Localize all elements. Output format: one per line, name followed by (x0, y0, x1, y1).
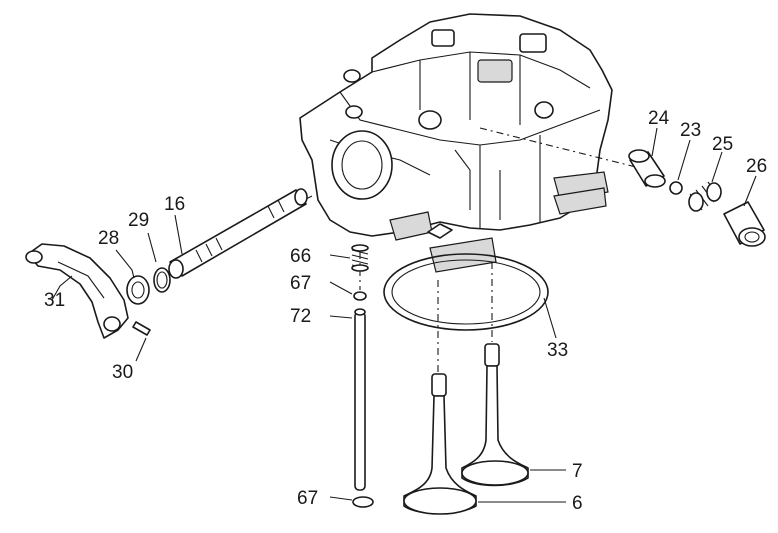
o-ring-upper (353, 291, 367, 301)
rocker-arm (25, 243, 129, 339)
label-33: 33 (547, 340, 568, 361)
bushing (126, 275, 150, 305)
pin (132, 321, 151, 336)
label-7: 7 (572, 461, 583, 482)
cylinder-head (299, 13, 613, 273)
label-28: 28 (98, 228, 119, 249)
tappet-spring (351, 244, 369, 272)
label-6: 6 (572, 493, 583, 514)
label-67-upper: 67 (290, 273, 311, 294)
label-25: 25 (712, 134, 733, 155)
label-72: 72 (290, 306, 311, 327)
intake-port (331, 130, 393, 200)
sleeve (628, 149, 666, 188)
leader-lines (51, 127, 757, 503)
exhaust-valve (461, 343, 529, 487)
rocker-shaft (168, 188, 308, 279)
valve-spring-small (688, 181, 722, 212)
snap-ring (153, 267, 171, 293)
label-29: 29 (128, 210, 149, 231)
label-67-lower: 67 (297, 488, 318, 509)
intake-valve (403, 373, 477, 515)
o-ring-right (669, 181, 683, 195)
label-24: 24 (648, 108, 670, 129)
gasket-ring (383, 253, 549, 331)
cam-cover-block (477, 59, 513, 83)
o-ring-lower (352, 496, 374, 508)
label-66: 66 (290, 246, 311, 267)
label-31: 31 (44, 290, 65, 311)
callouts: 31 28 29 16 30 66 67 72 67 33 7 6 24 23 … (44, 108, 767, 514)
label-26: 26 (746, 156, 767, 177)
push-rod (354, 311, 366, 491)
label-16: 16 (164, 194, 185, 215)
label-30: 30 (112, 362, 133, 383)
plug-cap (723, 201, 766, 247)
label-23: 23 (680, 120, 701, 141)
